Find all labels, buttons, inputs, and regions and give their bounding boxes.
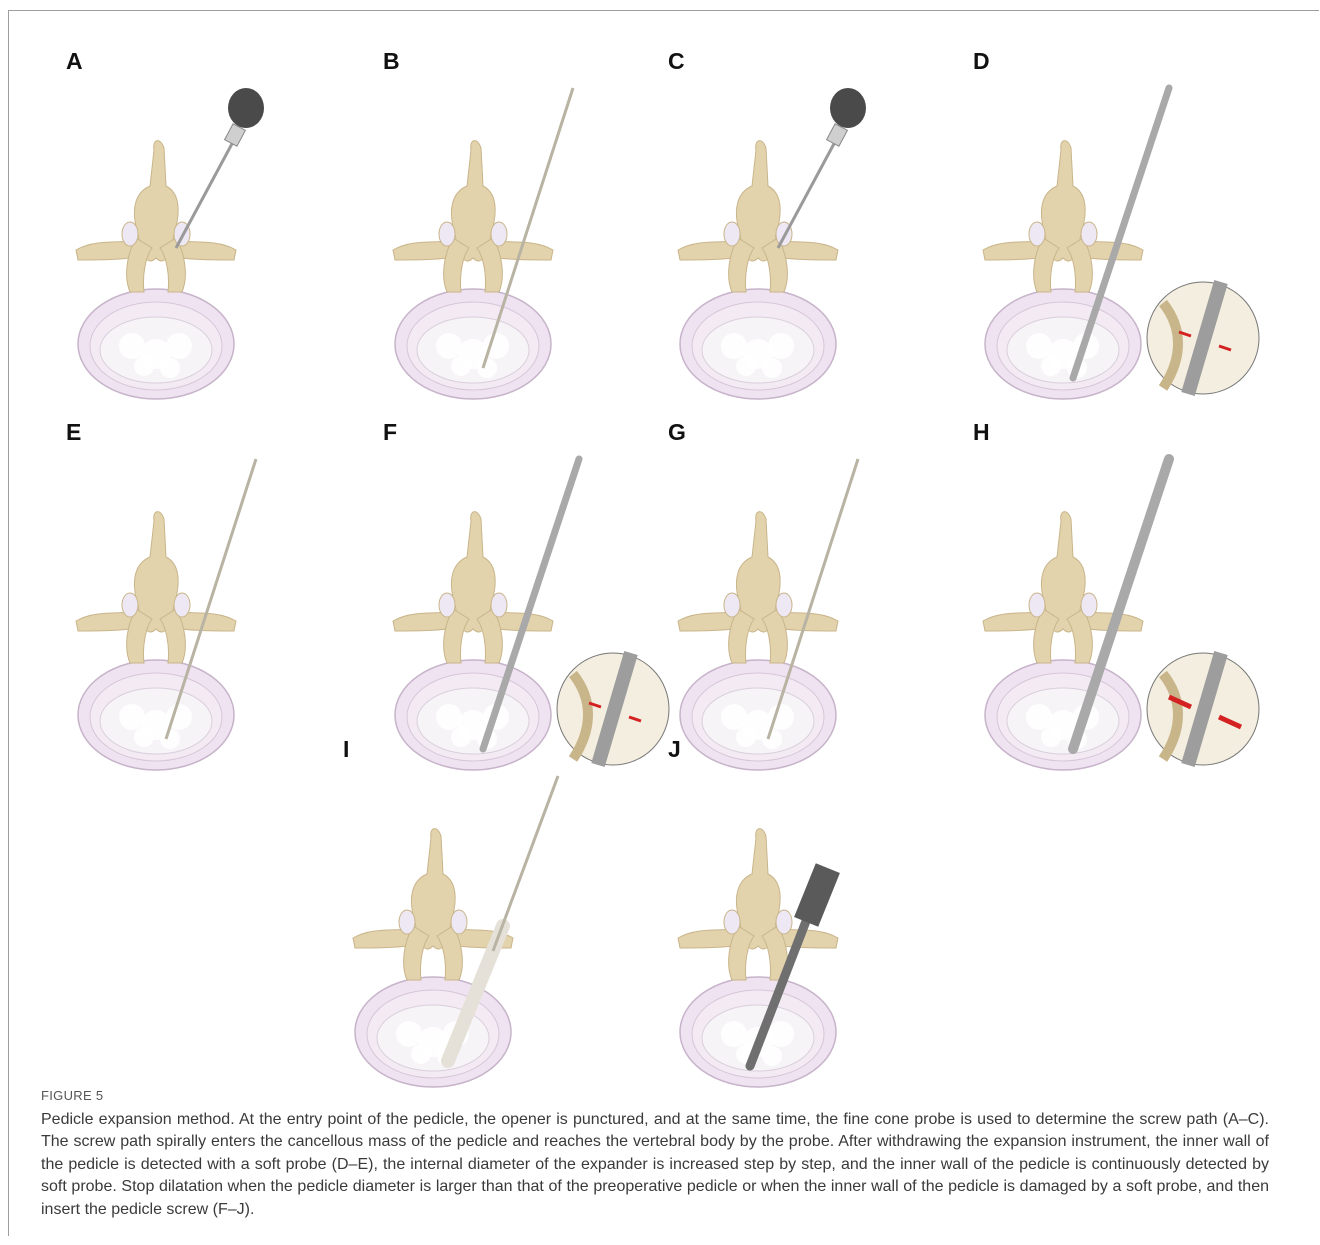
facet-right xyxy=(491,222,507,246)
cancellous-bone xyxy=(768,1021,794,1047)
figure-caption: Pedicle expansion method. At the entry p… xyxy=(41,1109,1269,1221)
vertebra-group xyxy=(76,88,264,399)
panel-h: H xyxy=(973,419,1263,749)
facet-left xyxy=(724,910,740,934)
vertebra-illustration xyxy=(668,419,958,749)
cancellous-bone xyxy=(451,356,471,376)
facet-left xyxy=(439,222,455,246)
cancellous-bone xyxy=(762,1046,782,1066)
cancellous-bone xyxy=(1041,727,1061,747)
opener-shaft xyxy=(778,140,836,248)
cancellous-bone xyxy=(160,358,180,378)
facet-right xyxy=(1081,222,1097,246)
cancellous-bone xyxy=(134,356,154,376)
panel-g: G xyxy=(668,419,958,749)
facet-right xyxy=(451,910,467,934)
cancellous-bone xyxy=(1041,356,1061,376)
caption-panel-ref[interactable]: A–C xyxy=(1228,1111,1259,1128)
facet-right xyxy=(1081,593,1097,617)
vertebra-illustration xyxy=(66,48,356,378)
opener-handle xyxy=(228,88,264,128)
facet-right xyxy=(776,910,792,934)
caption-panel-ref[interactable]: D–E xyxy=(337,1156,368,1173)
vertebra-group xyxy=(76,459,256,770)
probe-shaft xyxy=(493,776,558,951)
vertebra-group xyxy=(678,88,866,399)
vertebra-illustration xyxy=(383,419,673,749)
caption-text: ). xyxy=(245,1201,255,1218)
opener-shaft xyxy=(176,140,234,248)
facet-left xyxy=(724,593,740,617)
facet-left xyxy=(1029,593,1045,617)
vertebra-illustration xyxy=(668,48,958,378)
vertebra-group xyxy=(983,459,1259,770)
panel-f: F xyxy=(383,419,673,749)
vertebra-illustration xyxy=(668,736,958,1066)
panel-c: C xyxy=(668,48,958,378)
figure-label: FIGURE 5 xyxy=(41,1088,103,1103)
facet-left xyxy=(122,222,138,246)
cancellous-bone xyxy=(477,358,497,378)
cancellous-bone xyxy=(411,1044,431,1064)
vertebra-illustration xyxy=(973,48,1263,378)
panel-i: I xyxy=(343,736,633,1066)
cancellous-bone xyxy=(134,727,154,747)
panel-b: B xyxy=(383,48,673,378)
cancellous-bone xyxy=(768,333,794,359)
caption-panel-ref[interactable]: F–J xyxy=(218,1201,245,1218)
cancellous-bone xyxy=(762,358,782,378)
facet-right xyxy=(174,593,190,617)
panel-a: A xyxy=(66,48,356,378)
panel-e: E xyxy=(66,419,356,749)
facet-right xyxy=(491,593,507,617)
vertebra-group xyxy=(353,776,558,1087)
facet-left xyxy=(1029,222,1045,246)
cancellous-bone xyxy=(160,729,180,749)
vertebra-group xyxy=(983,88,1259,399)
vertebra-illustration xyxy=(973,419,1263,749)
vertebra-illustration xyxy=(66,419,356,749)
cancellous-bone xyxy=(736,356,756,376)
facet-left xyxy=(439,593,455,617)
facet-left xyxy=(724,222,740,246)
screw-head xyxy=(794,863,840,927)
caption-text: Pedicle expansion method. At the entry p… xyxy=(41,1111,1228,1128)
facet-right xyxy=(776,593,792,617)
vertebra-illustration xyxy=(383,48,673,378)
vertebra-group xyxy=(393,88,573,399)
vertebra-group xyxy=(393,459,669,770)
facet-left xyxy=(399,910,415,934)
cancellous-bone xyxy=(166,333,192,359)
panel-j: J xyxy=(668,736,958,1066)
facet-left xyxy=(122,593,138,617)
opener-handle xyxy=(830,88,866,128)
vertebra-group xyxy=(678,829,840,1087)
panel-d: D xyxy=(973,48,1263,378)
vertebra-illustration xyxy=(343,736,633,1066)
vertebra-group xyxy=(678,459,858,770)
